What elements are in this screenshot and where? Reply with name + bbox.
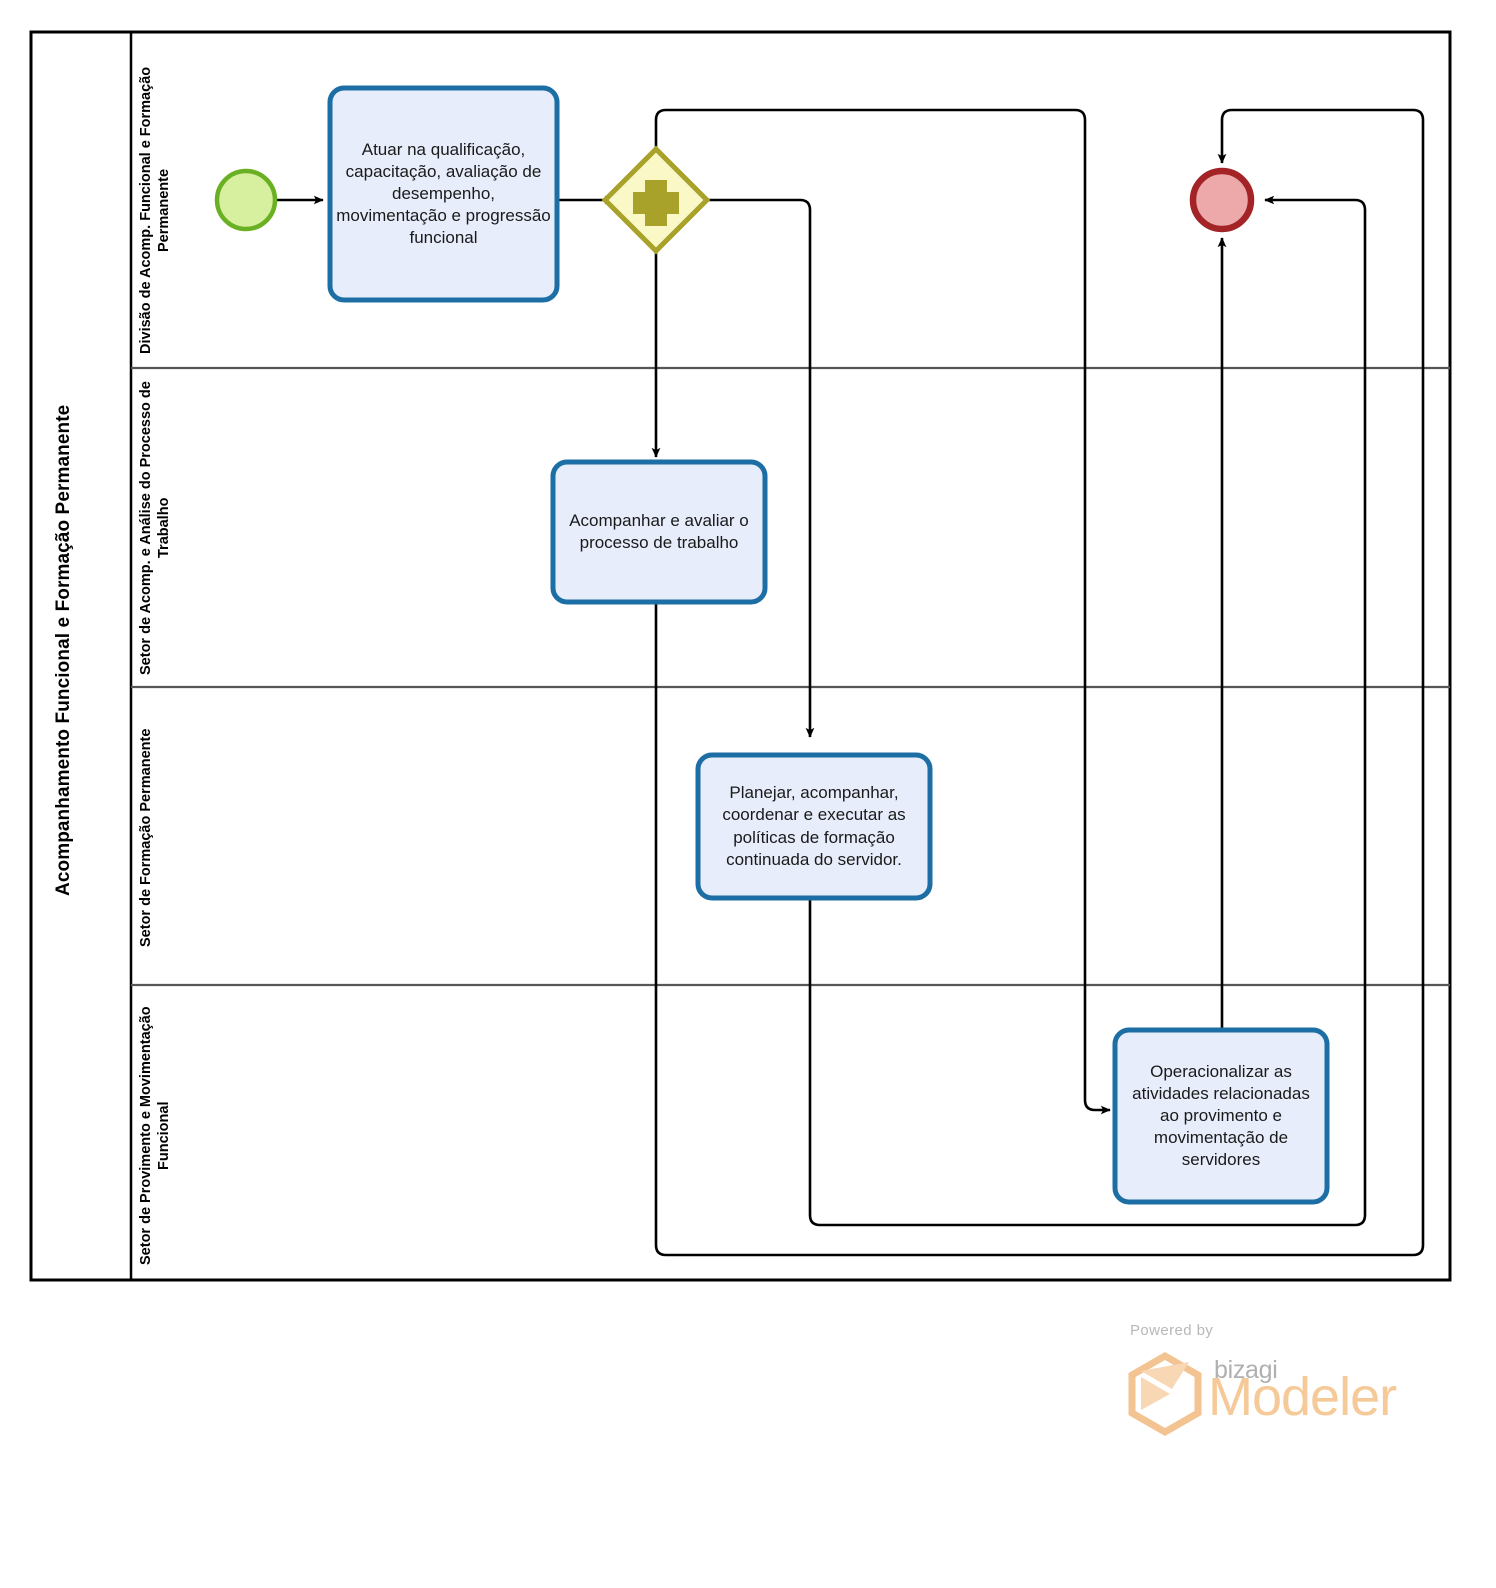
flow-task3-end [808,195,1367,1227]
lane-label-setor-formacao-permanente: Setor de Formação Permanente [138,728,154,947]
sequence-flows [276,108,1425,1257]
flow-gw1-task4 [654,108,1111,1115]
parallel-gateway[interactable] [601,145,711,255]
task-shape-task3[interactable] [695,752,933,901]
lane-separators [131,366,1450,987]
start-event[interactable] [214,168,278,232]
end-event[interactable] [1189,167,1255,233]
lane-label-setor-provimento-movimentacao: Setor de Provimento e Movimentação Funci… [138,1006,173,1265]
plus-icon [633,180,679,226]
pool-label: Acompanhamento Funcional e Formação Perm… [53,404,74,896]
powered-by-label: Powered by [1130,1322,1214,1339]
task-shape-task1[interactable] [327,85,560,303]
bizagi-wordmark: bizagi [1214,1356,1278,1384]
task-shape-task2[interactable] [550,459,768,605]
modeler-wordmark: Modeler [1208,1367,1397,1427]
flow-task2-end [654,108,1425,1257]
lane-label-setor-acomp-analise-processo: Setor de Acomp. e Análise do Processo de… [138,381,173,675]
lane-label-divisao-acomp-funcional: Divisão de Acomp. Funcional e Formação P… [138,66,173,354]
task-shape-task4[interactable] [1112,1027,1330,1205]
flow-gw1-task3 [697,198,815,738]
bizagi-logo-icon [1128,1351,1202,1437]
pool-frame [29,30,1452,1282]
